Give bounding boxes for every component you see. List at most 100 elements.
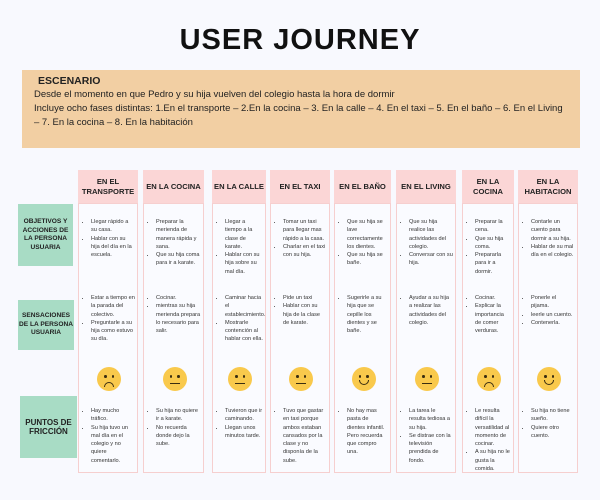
friction-section: Le resulta difícil la versatilidad al mo… <box>463 407 513 473</box>
feelings-item: Mostrarle contención al hablar con ella. <box>225 319 263 344</box>
goals-item: Preparar la cena. <box>475 218 511 235</box>
friction-section: La tarea le resulta tediosa a su hija.Se… <box>397 407 455 465</box>
goals-section: Que su hija realice las actividades del … <box>397 218 455 268</box>
happy-face-icon <box>537 367 561 391</box>
goals-section: Tomar un taxi para llegar mas rápido a l… <box>271 218 329 259</box>
phase-header: EN LA HABITACION <box>518 170 578 204</box>
goals-item: Que su hija coma para ir a karate. <box>156 251 201 268</box>
feelings-item: Caminar hacia el establecimiento. <box>225 294 265 319</box>
feelings-section: Cocinar.Explicar la importancia de comer… <box>463 294 513 335</box>
feelings-item: Cocinar. <box>156 294 201 302</box>
friction-item: No recuerda donde dejo la sube. <box>156 424 201 449</box>
feelings-section: Estar a tiempo en la parada del colectiv… <box>79 294 137 344</box>
neutral-face-icon <box>162 367 187 391</box>
goals-section: Llegar rápido a su casa.Hablar con su hi… <box>79 218 137 259</box>
goals-item: Hablar con su hija del día en la escuela… <box>91 235 135 260</box>
phase-column: Que su hija realice las actividades del … <box>396 203 456 473</box>
phase-header: EN EL TRANSPORTE <box>78 170 138 204</box>
row-label-friction: PUNTOS DE FRICCIÓN <box>20 396 77 458</box>
page-title: USER JOURNEY <box>179 24 421 56</box>
phase-column: Preparar la merienda de manera rápida y … <box>143 203 204 473</box>
scenario-line-1: Desde el momento en que Pedro y su hija … <box>34 89 395 100</box>
scenario-heading: ESCENARIO <box>38 75 101 87</box>
feelings-item: leerle un cuento. <box>531 311 575 319</box>
friction-item: La tarea le resulta tediosa a su hija. <box>409 407 453 432</box>
phase-header: EN LA COCINA <box>143 170 204 204</box>
feelings-item: mientras su hija merienda prepara lo nec… <box>156 302 201 335</box>
friction-section: Hay mucho tráfico.Su hija tuvo un mal dí… <box>79 407 137 465</box>
phase-header: EN EL BAÑO <box>334 170 391 204</box>
goals-section: Preparar la merienda de manera rápida y … <box>144 218 203 268</box>
happy-face-icon <box>351 367 376 391</box>
feelings-item: Hablar con su hija de la clase de karate… <box>283 302 327 327</box>
feelings-section: Caminar hacia el establecimiento.Mostrar… <box>213 294 265 344</box>
goals-item: Llegar a tiempo a la clase de karate. <box>225 218 263 251</box>
goals-item: Charlar en el taxi con su hija. <box>283 243 327 260</box>
friction-section: Su hija no tiene sueño.Quiere otro cuent… <box>519 407 577 440</box>
feelings-section: Cocinar.mientras su hija merienda prepar… <box>144 294 203 335</box>
friction-item: Tuvo que gastar en taxi porque ambos est… <box>283 407 327 465</box>
phase-column: Preparar la cena.Que su hija coma.Prepar… <box>462 203 514 473</box>
friction-section: Su hija no quiere ir a karate.No recuerd… <box>144 407 203 448</box>
friction-item: No hay mas pasta de dientes infantil. Pe… <box>347 407 388 457</box>
feelings-item: Pide un taxi <box>283 294 327 302</box>
phase-header: EN EL LIVING <box>396 170 456 204</box>
goals-item: Que su hija se bañe. <box>347 251 388 268</box>
goals-item: Tomar un taxi para llegar mas rápido a l… <box>283 218 327 243</box>
phase-header: EN LA COCINA <box>462 170 514 204</box>
phase-header: EN EL TAXI <box>270 170 330 204</box>
feelings-item: Explicar la importancia de comer verdura… <box>475 302 511 335</box>
feelings-item: Contenerla. <box>531 319 575 327</box>
feelings-section: Ponerle el pijama.leerle un cuento.Conte… <box>519 294 577 327</box>
phase-column: Tomar un taxi para llegar mas rápido a l… <box>270 203 330 473</box>
feelings-item: Ponerle el pijama. <box>531 294 575 311</box>
goals-item: Contarle un cuento para dormir a su hija… <box>531 218 575 243</box>
feelings-item: Sugerirle a su hija que se cepille los d… <box>347 294 388 335</box>
friction-section: Tuvieron que ir caminando.Llegan unos mi… <box>213 407 265 440</box>
neutral-face-icon <box>228 367 252 391</box>
goals-item: Llegar rápido a su casa. <box>91 218 135 235</box>
row-label-goals: OBJETIVOS Y ACCIONES DE LA PERSONA USUAR… <box>18 204 73 266</box>
friction-section: Tuvo que gastar en taxi porque ambos est… <box>271 407 329 465</box>
goals-item: Prepararla para ir a dormir. <box>475 251 511 276</box>
sad-face-icon <box>97 367 121 391</box>
feelings-item: Cocinar. <box>475 294 511 302</box>
feelings-section: Ayudar a su hija a realizar las activida… <box>397 294 455 327</box>
friction-item: Le resulta difícil la versatilidad al mo… <box>475 407 511 448</box>
friction-item: Quiere otro cuento. <box>531 424 575 441</box>
feelings-section: Sugerirle a su hija que se cepille los d… <box>335 294 390 335</box>
feelings-item: Preguntarle a su hija como estuvo su día… <box>91 319 135 344</box>
friction-item: Su hija no tiene sueño. <box>531 407 575 424</box>
scenario-line-2: Incluye ocho fases distintas: 1.En el tr… <box>34 103 563 128</box>
goals-item: Que su hija realice las actividades del … <box>409 218 453 251</box>
neutral-face-icon <box>289 367 313 391</box>
phase-column: Contarle un cuento para dormir a su hija… <box>518 203 578 473</box>
friction-item: Tuvieron que ir caminando. <box>225 407 263 424</box>
goals-item: Preparar la merienda de manera rápida y … <box>156 218 201 251</box>
feelings-item: Ayudar a su hija a realizar las activida… <box>409 294 453 327</box>
friction-item: Se distrae con la televisión prendida de… <box>409 432 453 465</box>
sad-face-icon <box>477 367 501 391</box>
goals-section: Preparar la cena.Que su hija coma.Prepar… <box>463 218 513 276</box>
scenario-box: ESCENARIO Desde el momento en que Pedro … <box>22 70 580 148</box>
feelings-item: Estar a tiempo en la parada del colectiv… <box>91 294 135 319</box>
goals-item: Que su hija se lave correctamente los di… <box>347 218 388 251</box>
friction-item: Llegan unos minutos tarde. <box>225 424 263 441</box>
row-label-feelings: SENSACIONES DE LA PERSONA USUARIA <box>18 300 74 350</box>
friction-item: Su hija tuvo un mal día en el colegio y … <box>91 424 135 465</box>
goals-section: Llegar a tiempo a la clase de karate.Hab… <box>213 218 265 276</box>
friction-item: A su hija no le gusta la comida. <box>475 448 511 473</box>
friction-item: Hay mucho tráfico. <box>91 407 135 424</box>
goals-item: Que su hija coma. <box>475 235 511 252</box>
goals-item: Hablar con su hija sobre su mal día. <box>225 251 263 276</box>
phase-header: EN LA CALLE <box>212 170 266 204</box>
goals-item: Conversar con su hija. <box>409 251 453 268</box>
phase-column: Que su hija se lave correctamente los di… <box>334 203 391 473</box>
friction-item: Su hija no quiere ir a karate. <box>156 407 201 424</box>
friction-section: No hay mas pasta de dientes infantil. Pe… <box>335 407 390 457</box>
phase-column: Llegar a tiempo a la clase de karate.Hab… <box>212 203 266 473</box>
neutral-face-icon <box>415 367 439 391</box>
goals-section: Contarle un cuento para dormir a su hija… <box>519 218 577 259</box>
phase-column: Llegar rápido a su casa.Hablar con su hi… <box>78 203 138 473</box>
feelings-section: Pide un taxiHablar con su hija de la cla… <box>271 294 329 327</box>
